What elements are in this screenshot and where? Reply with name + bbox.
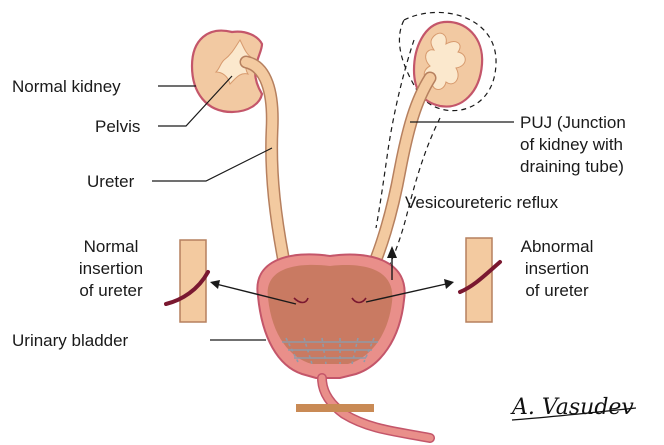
normal-kidney bbox=[192, 31, 262, 112]
normal-insertion-label-line3: of ureter bbox=[79, 281, 143, 300]
bladder-label: Urinary bladder bbox=[12, 331, 129, 350]
urinary-bladder bbox=[257, 254, 404, 378]
artist-signature: A. Vasudev bbox=[510, 395, 634, 420]
puj-label-line2: of kidney with bbox=[520, 135, 623, 154]
abnormal-insertion-inset bbox=[460, 238, 500, 322]
normal-kidney-label: Normal kidney bbox=[12, 77, 121, 96]
normal-insertion-inset bbox=[166, 240, 208, 322]
normal-insertion-label-line1: Normal bbox=[84, 237, 139, 256]
abnormal-insertion-label-line2: insertion bbox=[525, 259, 589, 278]
puj-label-line1: PUJ (Junction bbox=[520, 113, 626, 132]
puj-label-line3: draining tube) bbox=[520, 157, 624, 176]
normal-insertion-label-line2: insertion bbox=[79, 259, 143, 278]
abnormal-insertion-label-line3: of ureter bbox=[525, 281, 589, 300]
ureter-label: Ureter bbox=[87, 172, 135, 191]
abnormal-insertion-label-line1: Abnormal bbox=[521, 237, 594, 256]
pelvic-floor bbox=[296, 404, 374, 412]
pelvis-label: Pelvis bbox=[95, 117, 140, 136]
reflux-label: Vesicoureteric reflux bbox=[405, 193, 559, 212]
